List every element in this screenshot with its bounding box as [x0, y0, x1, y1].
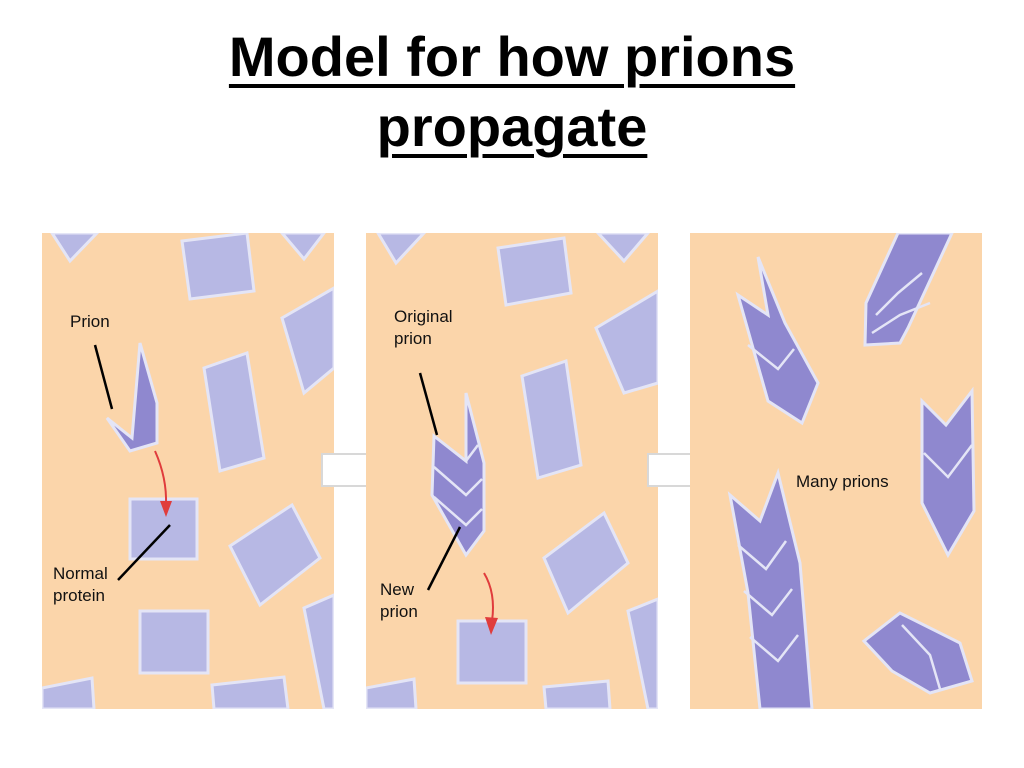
normal-protein-shape: [595, 233, 650, 264]
normal-protein-shape: [626, 597, 658, 709]
normal-protein-shape: [302, 593, 334, 709]
panel-2-illustration: [366, 233, 658, 709]
new-label-line-2: prion: [380, 602, 418, 621]
new-prion-label: New prion: [380, 579, 418, 623]
title-line-1: Model for how prions: [228, 25, 796, 88]
original-prion-label: Original prion: [394, 306, 453, 350]
panel-1-illustration: [42, 233, 334, 709]
normal-protein-label: Normal protein: [53, 563, 108, 607]
original-label-line-1: Original: [394, 307, 453, 326]
normal-protein-shape: [366, 677, 418, 709]
prion-chain-segment: [433, 466, 483, 497]
normal-protein-shape: [228, 502, 322, 608]
prion-chain-shape: [920, 386, 976, 559]
normal-protein-shape: [280, 286, 334, 396]
prion-chain-shape: [727, 467, 814, 709]
normal-protein-shape: [594, 289, 658, 395]
prion-chain-segment: [743, 588, 793, 617]
normal-protein-shape: [180, 233, 256, 301]
panel-conversion: Original prion New prion: [366, 233, 658, 709]
prion-chain-segment: [433, 435, 479, 463]
conversion-arrow-head: [160, 501, 172, 517]
normal-protein-shape: [542, 679, 612, 709]
prion-leader-line: [93, 344, 114, 410]
page-title: Model for how prions propagate: [0, 22, 1024, 162]
normal-protein-shape: [202, 350, 266, 473]
prion-chain-segment: [747, 344, 795, 371]
prion-shape: [105, 342, 159, 453]
normal-label-line-1: Normal: [53, 564, 108, 583]
prion-chain-segment: [433, 496, 483, 527]
prion-chain-shape: [861, 611, 974, 695]
conversion-arrow: [483, 572, 494, 622]
original-leader-line: [418, 372, 439, 436]
conversion-arrow-head: [485, 617, 498, 635]
normal-protein-shape: [280, 233, 326, 262]
new-leader-line: [426, 526, 462, 591]
prion-chain-shape: [430, 392, 486, 558]
normal-protein-shape: [542, 510, 630, 616]
panel-initial-contact: Prion Normal protein: [42, 233, 334, 709]
prion-chain-segment: [871, 301, 931, 335]
conversion-arrow: [154, 450, 168, 506]
new-label-line-1: New: [380, 580, 415, 599]
normal-leader-line: [117, 524, 171, 581]
normal-protein-shape: [138, 609, 210, 675]
panel-many-prions: Many prions: [690, 233, 982, 709]
normal-protein-shape: [520, 358, 583, 480]
normal-protein-target: [128, 497, 199, 561]
normal-protein-shape: [210, 675, 290, 709]
prion-chain-segment: [749, 634, 799, 663]
normal-protein-shape: [42, 676, 96, 709]
prion-label: Prion: [70, 312, 110, 331]
normal-label-line-2: protein: [53, 586, 105, 605]
normal-protein-shape: [50, 233, 100, 264]
prion-chain-segment: [737, 540, 788, 571]
prion-chain-segment: [875, 272, 923, 316]
prion-chain-segment: [901, 624, 942, 690]
prion-chain-shape: [735, 256, 820, 426]
original-label-line-2: prion: [394, 329, 432, 348]
normal-protein-target: [456, 619, 528, 685]
normal-protein-shape: [376, 233, 427, 266]
many-prions-label: Many prions: [796, 472, 889, 491]
prion-chain-segment: [923, 444, 973, 479]
title-line-2: propagate: [376, 95, 648, 158]
prion-chain-shape: [863, 233, 954, 347]
panel-3-illustration: [727, 233, 976, 709]
normal-protein-shape: [496, 236, 573, 307]
